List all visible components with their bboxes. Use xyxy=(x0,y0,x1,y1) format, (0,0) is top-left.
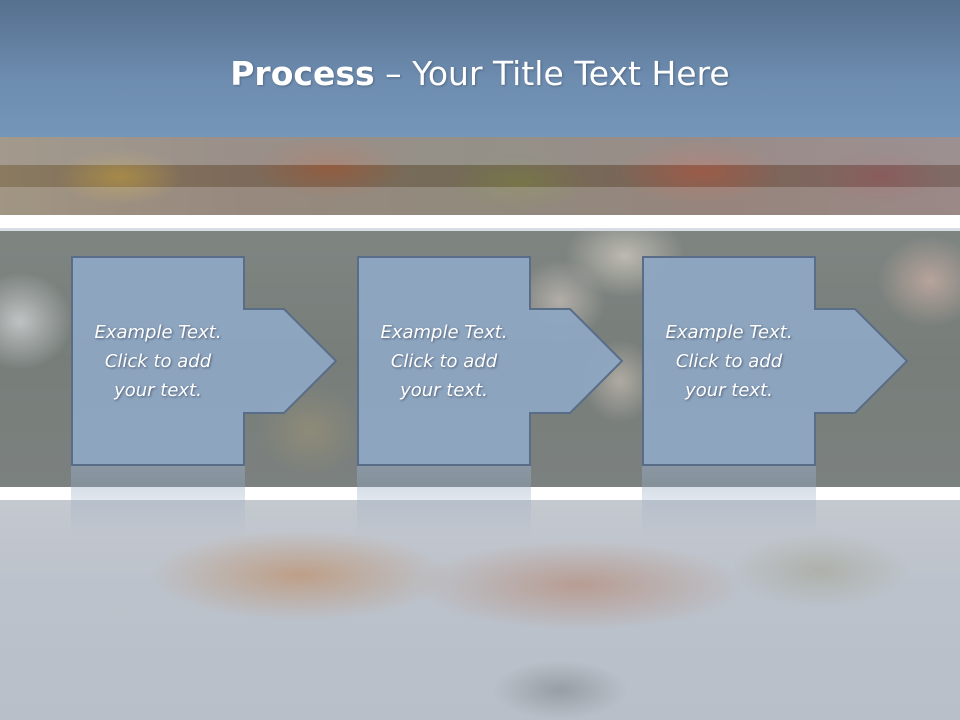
title-band: Process – Your Title Text Here xyxy=(0,0,960,137)
process-step-3[interactable]: Example Text. Click to add your text. xyxy=(642,256,912,466)
step-3-text[interactable]: Example Text. Click to add your text. xyxy=(644,256,814,466)
step-2-arrow-shape xyxy=(357,256,624,466)
step-3-line-1: Example Text. xyxy=(665,321,793,343)
step-2-line-1: Example Text. xyxy=(380,321,508,343)
step-3-line-3: your text. xyxy=(685,379,773,401)
step-1-arrow-shape xyxy=(71,256,338,466)
leaves-photo-strip xyxy=(0,137,960,215)
process-step-2[interactable]: Example Text. Click to add your text. xyxy=(357,256,627,466)
step-1-line-1: Example Text. xyxy=(94,321,222,343)
title-bold: Process xyxy=(230,54,375,93)
process-step-1[interactable]: Example Text. Click to add your text. xyxy=(71,256,341,466)
step-3-arrow-shape xyxy=(642,256,909,466)
step-2-reflection xyxy=(357,466,531,536)
reflection-photo-area xyxy=(0,500,960,720)
step-1-line-3: your text. xyxy=(114,379,202,401)
step-1-text[interactable]: Example Text. Click to add your text. xyxy=(73,256,243,466)
slide-title[interactable]: Process – Your Title Text Here xyxy=(0,52,960,96)
leaves-veil-bottom xyxy=(0,187,960,215)
step-2-line-2: Click to add xyxy=(390,350,498,372)
step-3-line-2: Click to add xyxy=(675,350,783,372)
title-rest: – Your Title Text Here xyxy=(374,54,730,93)
step-3-reflection xyxy=(642,466,816,536)
step-1-reflection xyxy=(71,466,245,536)
step-2-line-3: your text. xyxy=(400,379,488,401)
leaves-veil-top xyxy=(0,137,960,165)
step-2-text[interactable]: Example Text. Click to add your text. xyxy=(359,256,529,466)
white-stripe-top xyxy=(0,215,960,228)
stripe-shadow xyxy=(0,228,960,231)
step-1-line-2: Click to add xyxy=(104,350,212,372)
